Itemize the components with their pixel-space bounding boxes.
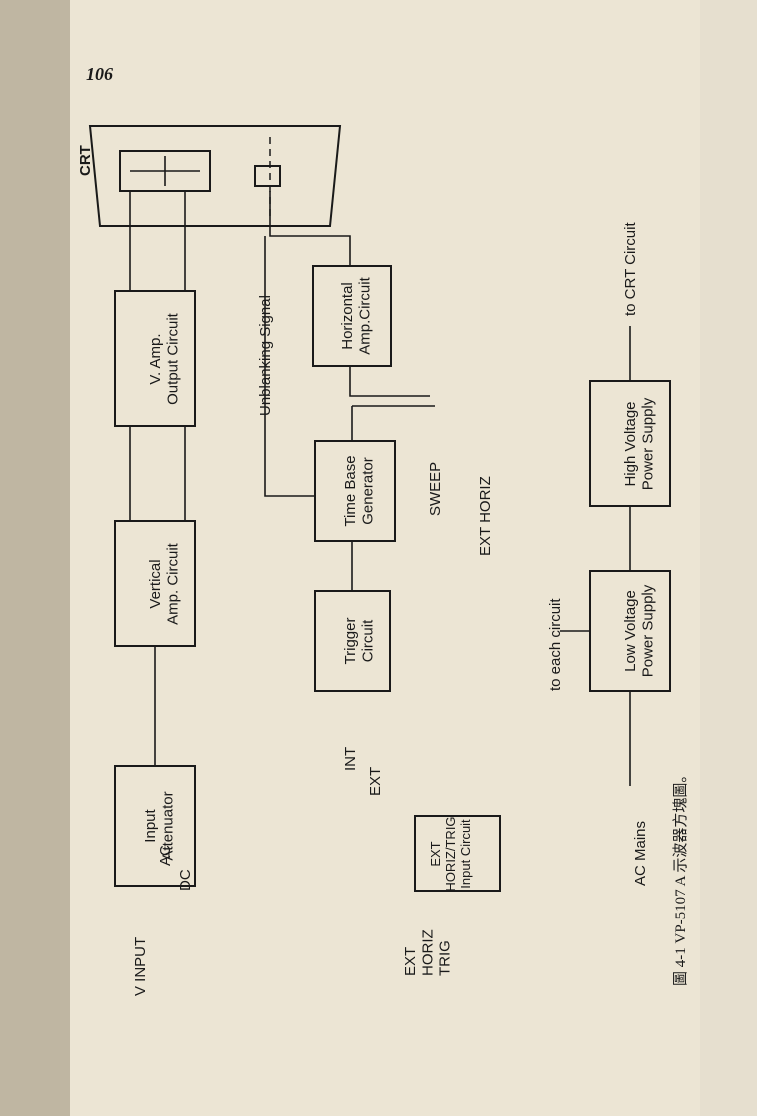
time-base-label: Time BaseGenerator [342, 455, 376, 526]
ac-label: AC [157, 845, 174, 866]
wire-horizamp-in [349, 366, 430, 397]
unblanking-label: Unblanking Signal [257, 295, 274, 416]
high-voltage-label: High VoltagePower Supply [622, 397, 656, 490]
sweep-label: SWEEP [427, 462, 444, 516]
ext-horiz-trig-input-label: EXTHORIZ/TRIGInput Circuit [428, 816, 473, 891]
page-edge [700, 0, 757, 1116]
v-amp-output-label: V. Amp.Output Circuit [147, 312, 181, 405]
to-crt-circuit-label: to CRT Circuit [622, 222, 639, 316]
low-voltage-label: Low VoltagePower Supply [622, 584, 656, 677]
v-input-label: V INPUT [132, 937, 149, 996]
vertical-amp-label: VerticalAmp. Circuit [147, 542, 181, 625]
v-amp-output-block [114, 290, 196, 427]
dc-label: DC [177, 869, 194, 891]
ext-label: EXT [367, 767, 384, 796]
to-each-circuit-label: to each circuit [547, 598, 564, 691]
page-gutter-shadow [0, 0, 70, 1116]
wire-horizamp-to-crt [269, 191, 351, 266]
horizontal-amp-block [312, 265, 392, 367]
page-number: 106 [86, 64, 113, 84]
ext-horiz-label: EXT HORIZ [477, 476, 494, 556]
figure-caption: 圖 4-1 VP-5107 A 示波器方塊圖。 [672, 768, 689, 986]
ext-horiz-trig-input-block [414, 815, 501, 892]
input-attenuator-label: InputAttenuator [142, 791, 176, 860]
wire-unblanking [264, 236, 315, 497]
trigger-circuit-label: TriggerCircuit [342, 618, 376, 665]
time-base-block [314, 440, 396, 542]
horizontal-amp-label: HorizontalAmp.Circuit [339, 276, 373, 354]
ext-horiz-trig-label: EXTHORIZTRIG [402, 929, 454, 976]
int-label: INT [342, 747, 359, 771]
page-paper [70, 0, 700, 1116]
crt-label: CRT [77, 145, 94, 176]
ac-mains-label: AC Mains [632, 821, 649, 886]
